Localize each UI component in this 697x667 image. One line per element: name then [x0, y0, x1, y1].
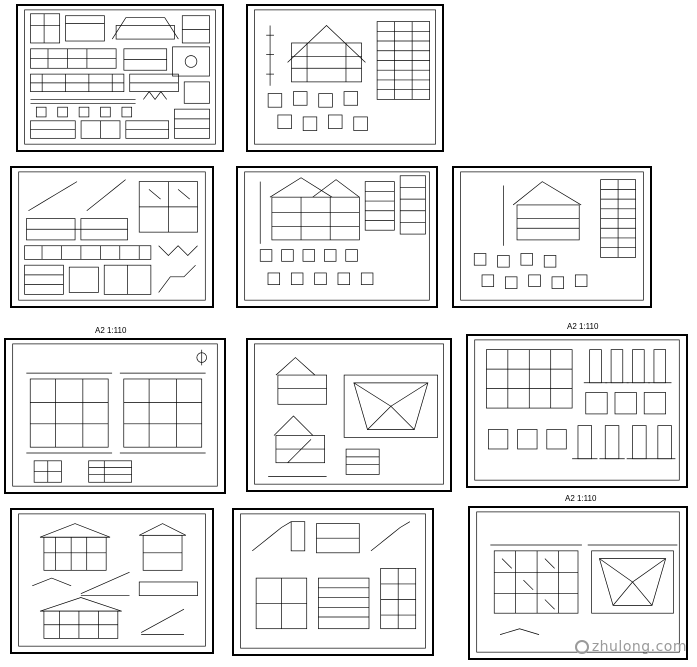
drawing-sheet-floor-plans[interactable] [4, 338, 226, 494]
zhulong-logo-icon [574, 640, 589, 654]
drawing-sheet-sections[interactable] [452, 166, 652, 308]
drawing-sheet-section-roof[interactable] [246, 338, 452, 492]
drawing-sheet-sections[interactable] [246, 4, 444, 152]
sheet-drawing [18, 171, 206, 301]
scale-caption: A2 1:110 [567, 322, 599, 331]
drawing-sheet-roof-plan[interactable] [468, 506, 688, 660]
sheet-drawing [460, 171, 644, 301]
sheet-drawing [240, 513, 426, 649]
drawing-sheet-stair-plans[interactable] [232, 508, 434, 656]
sheet-drawing [244, 171, 430, 301]
sheet-drawing [24, 9, 216, 145]
watermark: zhulong.com [574, 639, 687, 655]
drawing-sheet-sections[interactable] [236, 166, 438, 308]
sheet-drawing [474, 339, 680, 481]
sheet-drawing [254, 9, 436, 145]
sheet-drawing [476, 511, 680, 653]
scale-caption: A2 1:110 [565, 494, 597, 503]
drawing-sheet-foundation[interactable] [466, 334, 688, 488]
watermark-text: zhulong.com [591, 639, 687, 655]
drawing-sheet-elevations[interactable] [10, 508, 214, 654]
drawing-sheet-details[interactable] [16, 4, 224, 152]
scale-caption: A2 1:110 [95, 326, 127, 335]
sheet-drawing [254, 343, 444, 485]
drawing-sheet-stairs[interactable] [10, 166, 214, 308]
sheet-drawing [12, 343, 218, 487]
sheet-drawing [18, 513, 206, 647]
